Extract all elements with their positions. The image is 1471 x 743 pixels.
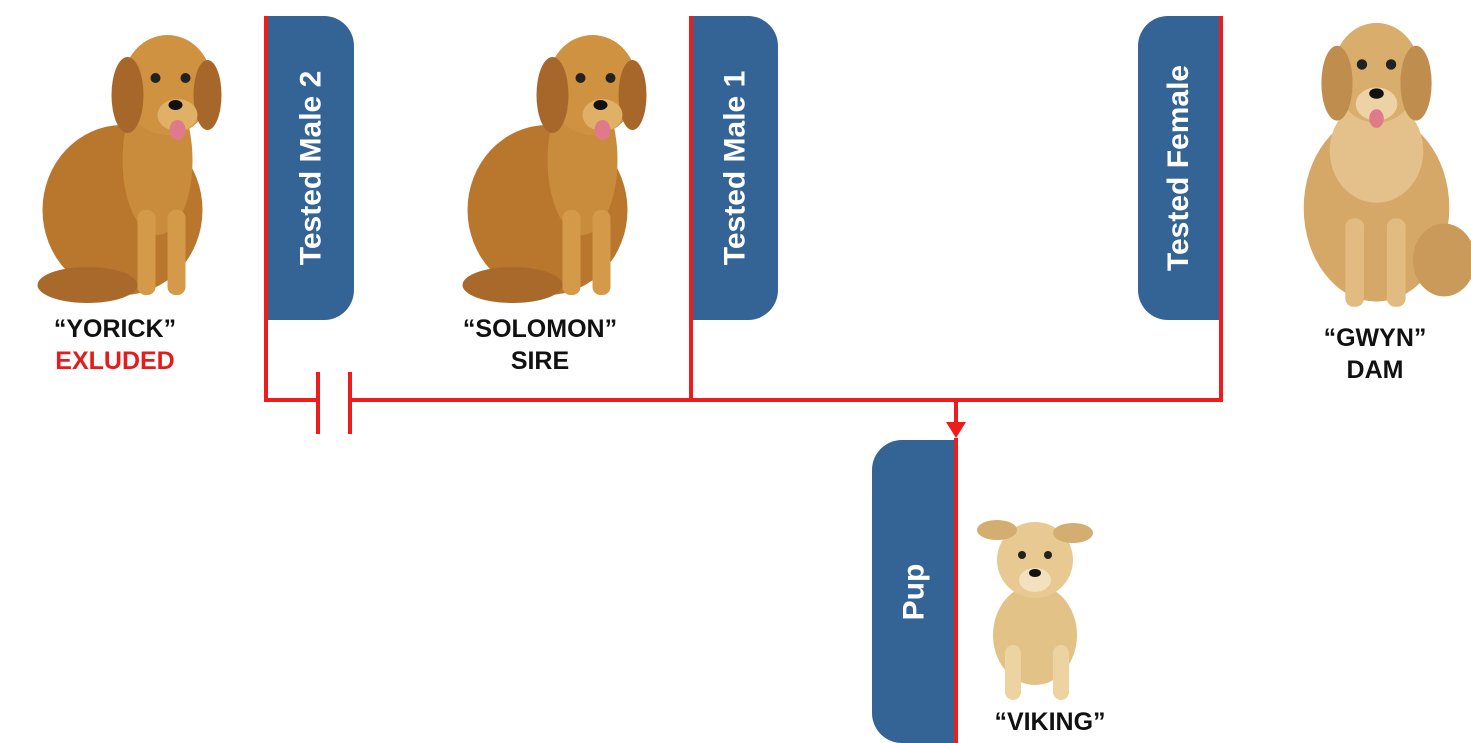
solomon-role: SIRE: [510, 347, 570, 375]
gwyn-role: DAM: [1346, 356, 1404, 384]
golden-retriever-sitting-icon: [37, 35, 222, 303]
tab-tested-male-2: Tested Male 2: [268, 16, 354, 320]
gwyn-name: “GWYN”: [1323, 324, 1427, 352]
golden-retriever-sitting-icon: [1303, 22, 1471, 307]
tab-tested-female: Tested Female: [1138, 16, 1220, 320]
yorick-status: EXLUDED: [55, 347, 175, 375]
tab-pup: Pup: [872, 440, 956, 743]
golden-retriever-puppy-icon: [977, 520, 1093, 700]
gwyn-label: “GWYN” DAM: [1300, 322, 1450, 386]
arrow-down-icon: [946, 422, 966, 438]
solomon-label: “SOLOMON” SIRE: [425, 313, 655, 377]
yorick-label: “YORICK” EXLUDED: [20, 313, 210, 377]
tab-tested-male-1: Tested Male 1: [692, 16, 778, 320]
solomon-name: “SOLOMON”: [462, 315, 618, 343]
golden-retriever-sitting-icon: [462, 35, 647, 303]
yorick-name: “YORICK”: [53, 315, 177, 343]
viking-label: “VIKING”: [970, 706, 1130, 738]
viking-name: “VIKING”: [994, 708, 1106, 736]
